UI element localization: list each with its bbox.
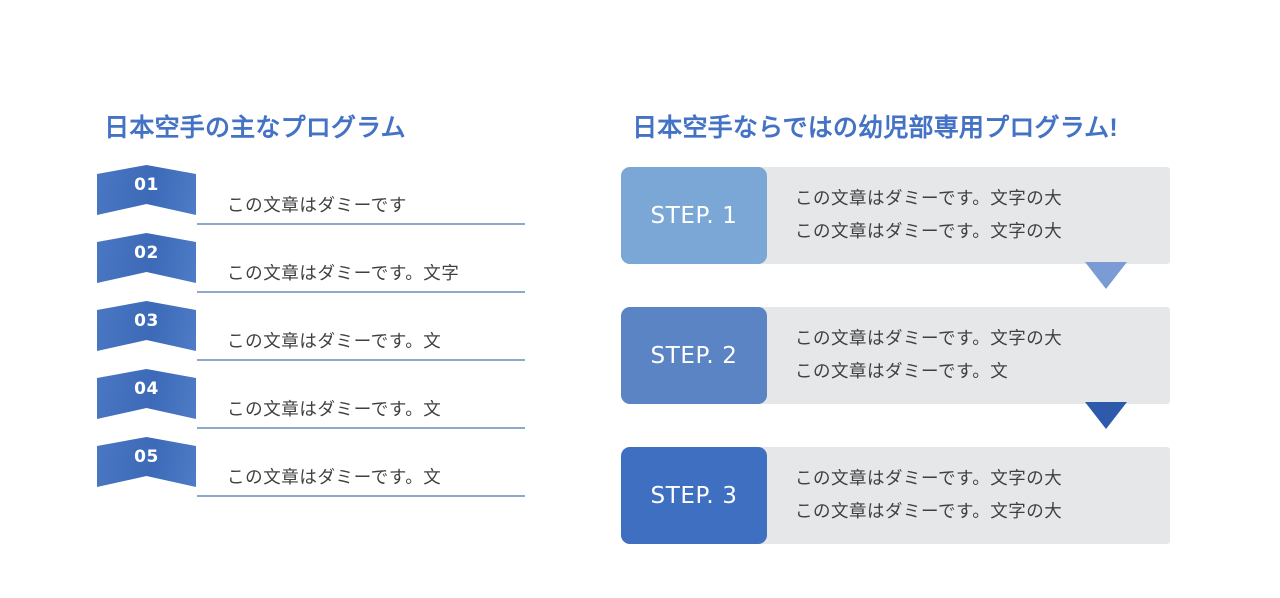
list-item: 01 この文章はダミーです <box>0 165 580 233</box>
step-badge-label: STEP. 1 <box>650 202 738 229</box>
step-flow: STEP. 1 この文章はダミーです。文字の大 この文章はダミーです。文字の大 … <box>580 167 1280 587</box>
step-badge-label: STEP. 3 <box>650 482 738 509</box>
step-description-line: この文章はダミーです。文字の大 <box>795 502 1063 522</box>
list-item-label: この文章はダミーです。文 <box>227 400 442 420</box>
list-item-number: 01 <box>134 175 159 195</box>
step-description-line: この文章はダミーです。文字の大 <box>795 469 1063 489</box>
step-description-line: この文章はダミーです。文字の大 <box>795 189 1063 209</box>
list-item-label: この文章はダミーです。文 <box>227 468 442 488</box>
list-item-label: この文章はダミーです <box>227 196 407 216</box>
list-item-number: 05 <box>134 447 159 467</box>
step-description: この文章はダミーです。文字の大 この文章はダミーです。文 <box>795 323 1155 389</box>
step-description-line: この文章はダミーです。文 <box>795 362 1009 382</box>
down-arrow-icon <box>1085 402 1127 429</box>
list-item-underline <box>197 223 525 225</box>
list-item-number: 03 <box>134 311 159 331</box>
list-item: 03 この文章はダミーです。文 <box>0 301 580 369</box>
numbered-chevron-list: 01 この文章はダミーです 02 この文章はダミーです。文字 03 この文章はダ… <box>0 165 580 505</box>
list-item-number: 04 <box>134 379 159 399</box>
step-row: STEP. 2 この文章はダミーです。文字の大 この文章はダミーです。文 <box>580 307 1280 429</box>
step-description: この文章はダミーです。文字の大 この文章はダミーです。文字の大 <box>795 183 1155 249</box>
list-item-underline <box>197 359 525 361</box>
list-item-number: 02 <box>134 243 159 263</box>
programs-list-panel: 日本空手の主なプログラム 01 この文章はダミーです 02 この文章はダミーです… <box>0 0 580 598</box>
list-item-label: この文章はダミーです。文字 <box>227 264 460 284</box>
step-row: STEP. 1 この文章はダミーです。文字の大 この文章はダミーです。文字の大 <box>580 167 1280 289</box>
list-item: 04 この文章はダミーです。文 <box>0 369 580 437</box>
list-item: 02 この文章はダミーです。文字 <box>0 233 580 301</box>
step-description-line: この文章はダミーです。文字の大 <box>795 222 1063 242</box>
step-badge: STEP. 1 <box>621 167 767 264</box>
down-arrow-icon <box>1085 262 1127 289</box>
list-item-underline <box>197 495 525 497</box>
step-badge: STEP. 3 <box>621 447 767 544</box>
right-panel-title: 日本空手ならではの幼児部専用プログラム! <box>632 114 1118 142</box>
step-row: STEP. 3 この文章はダミーです。文字の大 この文章はダミーです。文字の大 <box>580 447 1280 567</box>
step-badge-label: STEP. 2 <box>650 342 738 369</box>
step-description: この文章はダミーです。文字の大 この文章はダミーです。文字の大 <box>795 463 1155 529</box>
step-description-line: この文章はダミーです。文字の大 <box>795 329 1063 349</box>
left-panel-title: 日本空手の主なプログラム <box>104 114 406 142</box>
list-item-label: この文章はダミーです。文 <box>227 332 442 352</box>
steps-panel: 日本空手ならではの幼児部専用プログラム! STEP. 1 この文章はダミーです。… <box>580 0 1280 598</box>
list-item-underline <box>197 291 525 293</box>
list-item-underline <box>197 427 525 429</box>
step-badge: STEP. 2 <box>621 307 767 404</box>
list-item: 05 この文章はダミーです。文 <box>0 437 580 505</box>
